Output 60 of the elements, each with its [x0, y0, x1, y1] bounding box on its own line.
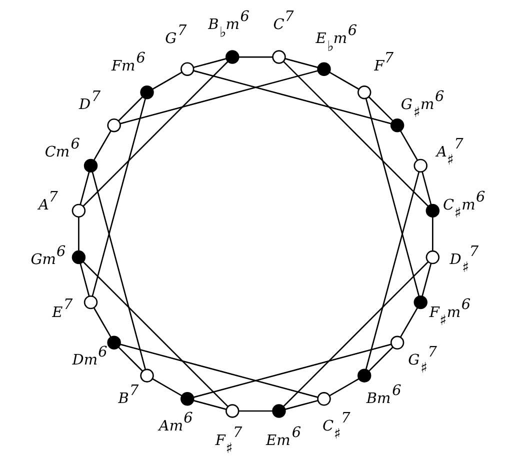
- connector: [92, 171, 146, 370]
- node-circle: [317, 392, 331, 406]
- connector: [285, 399, 318, 410]
- connector: [422, 171, 432, 204]
- node-circle: [226, 404, 240, 418]
- connector: [422, 262, 432, 296]
- node-circle: [426, 203, 440, 218]
- connector: [432, 216, 434, 250]
- connector: [238, 56, 273, 58]
- node-circle: [272, 50, 286, 64]
- connector: [368, 96, 394, 121]
- connector: [330, 378, 360, 396]
- node-circle: [317, 62, 331, 76]
- node-circle: [72, 250, 86, 264]
- connector: [193, 343, 392, 398]
- node-circle: [390, 335, 404, 350]
- connector: [82, 60, 228, 206]
- node-circle: [107, 118, 121, 132]
- connector: [94, 307, 112, 337]
- connector: [238, 410, 273, 412]
- node-circle: [390, 118, 404, 132]
- node-circle: [107, 335, 121, 350]
- node-circle: [358, 85, 372, 99]
- node-circle: [358, 368, 372, 382]
- connector: [365, 171, 420, 370]
- connector: [400, 130, 418, 160]
- connector: [80, 171, 90, 204]
- connector: [282, 60, 429, 206]
- connector: [365, 98, 420, 296]
- node-circle: [84, 294, 98, 309]
- node-circle: [72, 203, 86, 218]
- connector: [152, 71, 182, 90]
- connector: [82, 260, 228, 407]
- connector: [400, 307, 418, 337]
- node-circle: [180, 392, 194, 406]
- connector: [92, 98, 146, 296]
- node-circle: [140, 85, 154, 99]
- node-circle: [272, 404, 286, 418]
- connector: [120, 70, 318, 124]
- node-circle: [180, 62, 194, 76]
- connector: [282, 260, 429, 406]
- node-circle: [426, 250, 440, 264]
- connector: [193, 399, 226, 410]
- node-circle: [140, 368, 154, 382]
- connector: [152, 378, 182, 396]
- connector: [93, 130, 112, 160]
- node-circle: [414, 294, 428, 309]
- connector: [193, 70, 392, 124]
- connector: [193, 58, 226, 68]
- node-circle: [226, 50, 240, 64]
- connector: [118, 346, 143, 372]
- connector: [78, 216, 80, 250]
- connector: [285, 58, 318, 68]
- connector: [80, 262, 90, 296]
- connector: [329, 71, 359, 90]
- node-circle: [414, 158, 428, 172]
- node-circle: [84, 158, 98, 172]
- connector: [120, 343, 318, 398]
- connector: [368, 346, 394, 371]
- connector: [118, 96, 143, 121]
